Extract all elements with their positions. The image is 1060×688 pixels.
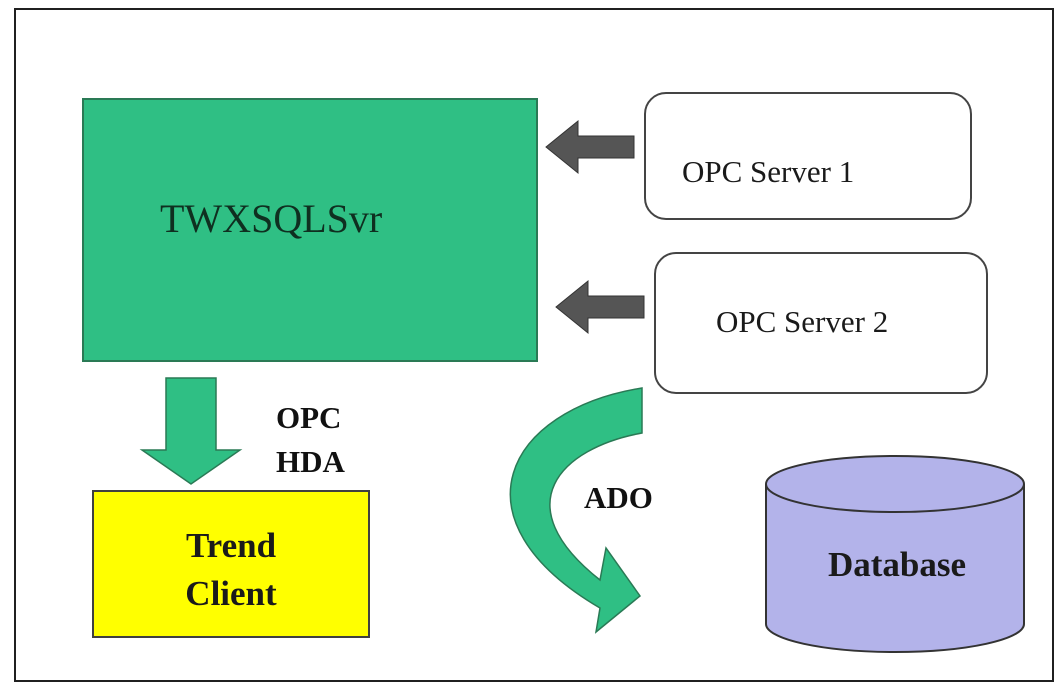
database-cylinder (765, 455, 1025, 653)
opc-hda-label-line2: HDA (276, 444, 345, 479)
ado-label: ADO (584, 480, 653, 515)
opc2-to-server-arrow (555, 279, 645, 335)
opc-server-1-label: OPC Server 1 (682, 154, 855, 189)
twxsqlsvr-box: TWXSQLSvr (82, 98, 538, 362)
twxsqlsvr-label: TWXSQLSvr (160, 196, 383, 241)
opc-hda-label: OPC HDA (276, 396, 345, 484)
opc1-to-server-arrow (545, 119, 635, 175)
trend-client-label-line1: Trend (185, 526, 277, 565)
opc-server-2-box: OPC Server 2 (654, 252, 988, 394)
ado-curved-arrow (509, 387, 643, 634)
trend-client-label: Trend Client (94, 522, 368, 618)
server-to-client-arrow (139, 377, 243, 485)
database-label: Database (827, 545, 967, 584)
opc-server-1-box: OPC Server 1 (644, 92, 972, 220)
opc-hda-label-line1: OPC (276, 400, 342, 435)
trend-client-box: Trend Client (92, 490, 370, 638)
opc-server-2-label: OPC Server 2 (716, 304, 889, 339)
trend-client-label-line2: Client (185, 574, 277, 613)
